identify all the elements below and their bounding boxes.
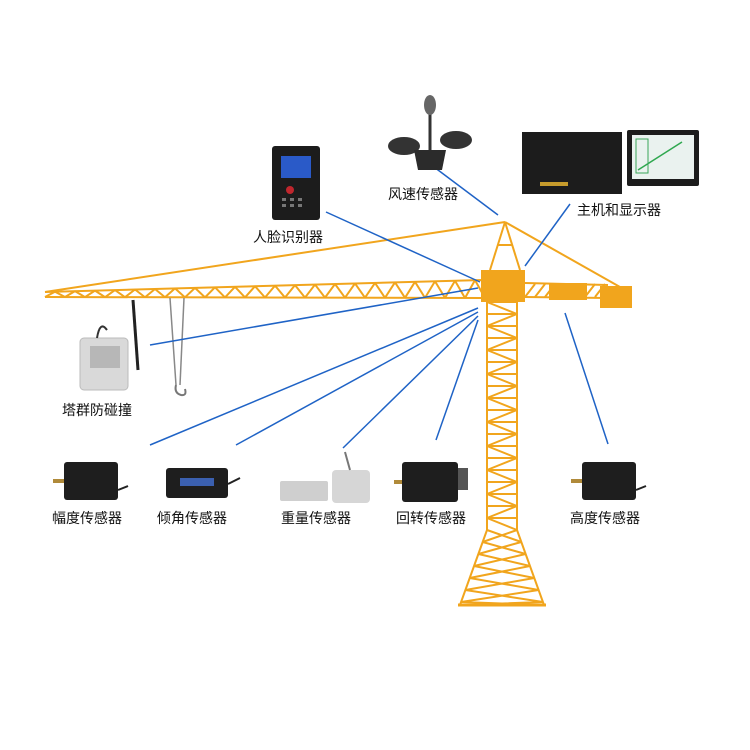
rotation-sensor-label: 回转传感器 [396,511,466,527]
tilt-sensor-device [166,468,241,498]
tilt-sensor-label: 倾角传感器 [157,511,227,527]
link-host [524,203,571,267]
crane-cab [481,270,632,308]
wind-sensor-label: 风速传感器 [388,187,458,203]
host-display-label: 主机和显示器 [577,203,661,219]
weight-sensor-device [280,451,370,503]
wind-sensor-device [388,95,472,170]
anticollision-label: 塔群防碰撞 [62,403,132,419]
link-anticollision [149,287,479,346]
link-amplitude [149,307,479,446]
face-recognizer-label: 人脸识别器 [253,230,323,246]
anticollision-device [79,299,140,391]
link-weight [342,315,479,449]
link-face [325,211,481,283]
face-recognizer-device [272,146,320,220]
amplitude-sensor-device [53,462,129,500]
connection-lines [149,166,609,449]
height-sensor-label: 高度传感器 [570,511,640,527]
link-wind [433,166,499,216]
link-height [564,312,609,445]
tower-crane [44,221,621,607]
link-tilt [235,311,479,446]
weight-sensor-label: 重量传感器 [281,511,351,527]
height-sensor-device [571,462,647,500]
link-rotation [435,319,479,441]
amplitude-sensor-label: 幅度传感器 [52,511,122,527]
rotation-sensor-device [394,462,468,502]
host-and-display-device [522,130,699,194]
